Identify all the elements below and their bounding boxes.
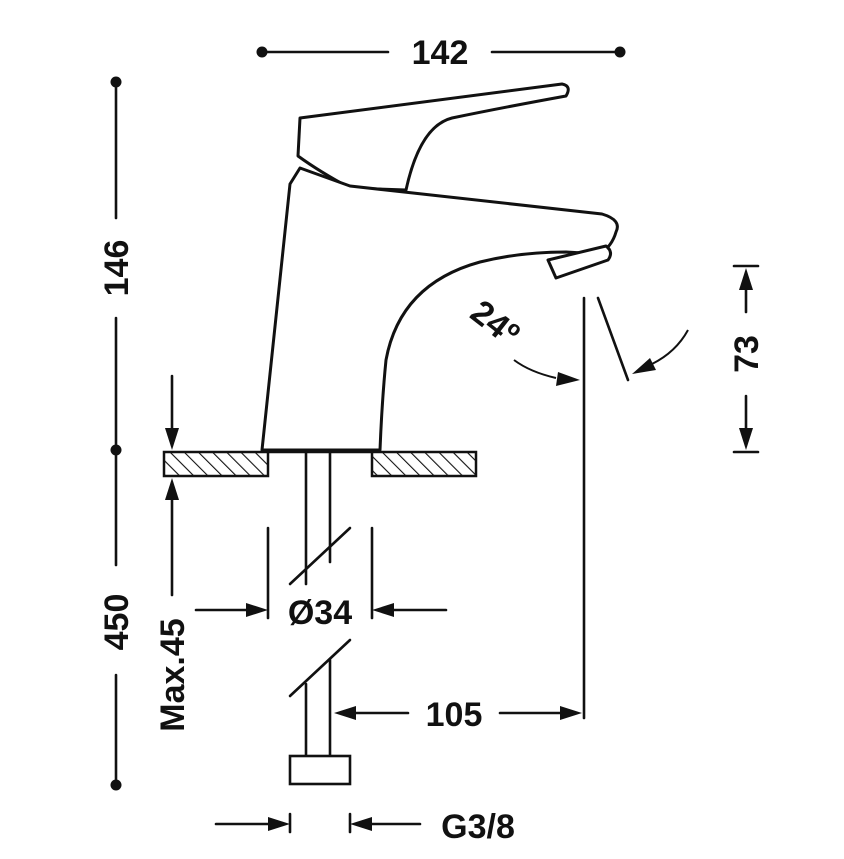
dimension-angle: 24º <box>463 293 689 386</box>
aerator <box>546 244 613 280</box>
faucet-body <box>260 82 619 452</box>
countertop <box>162 450 478 478</box>
lever-handle <box>296 82 570 192</box>
dimension-vertical-left: 146 450 <box>98 76 136 791</box>
dimension-hole-diameter: Ø34 <box>194 526 448 632</box>
label-diameter-34: Ø34 <box>288 594 352 632</box>
label-max-45: Max.45 <box>154 618 192 731</box>
label-hose-450: 450 <box>98 594 136 651</box>
dimension-counter-thickness: Max.45 <box>154 374 192 732</box>
dimension-spout-reach: 105 <box>334 296 586 734</box>
dimension-spout-height: 73 <box>728 264 766 454</box>
label-height-73: 73 <box>728 335 766 373</box>
supply-hose <box>288 450 352 786</box>
label-thread-g38: G3/8 <box>441 808 515 846</box>
connection-nut <box>288 754 352 786</box>
label-width-142: 142 <box>412 34 469 72</box>
dimension-thread: G3/8 <box>214 808 515 846</box>
faucet-column-spout <box>260 166 619 452</box>
label-height-146: 146 <box>98 240 136 297</box>
label-angle-24: 24º <box>463 293 526 354</box>
dimension-width-142: 142 <box>256 34 626 72</box>
label-reach-105: 105 <box>426 696 483 734</box>
